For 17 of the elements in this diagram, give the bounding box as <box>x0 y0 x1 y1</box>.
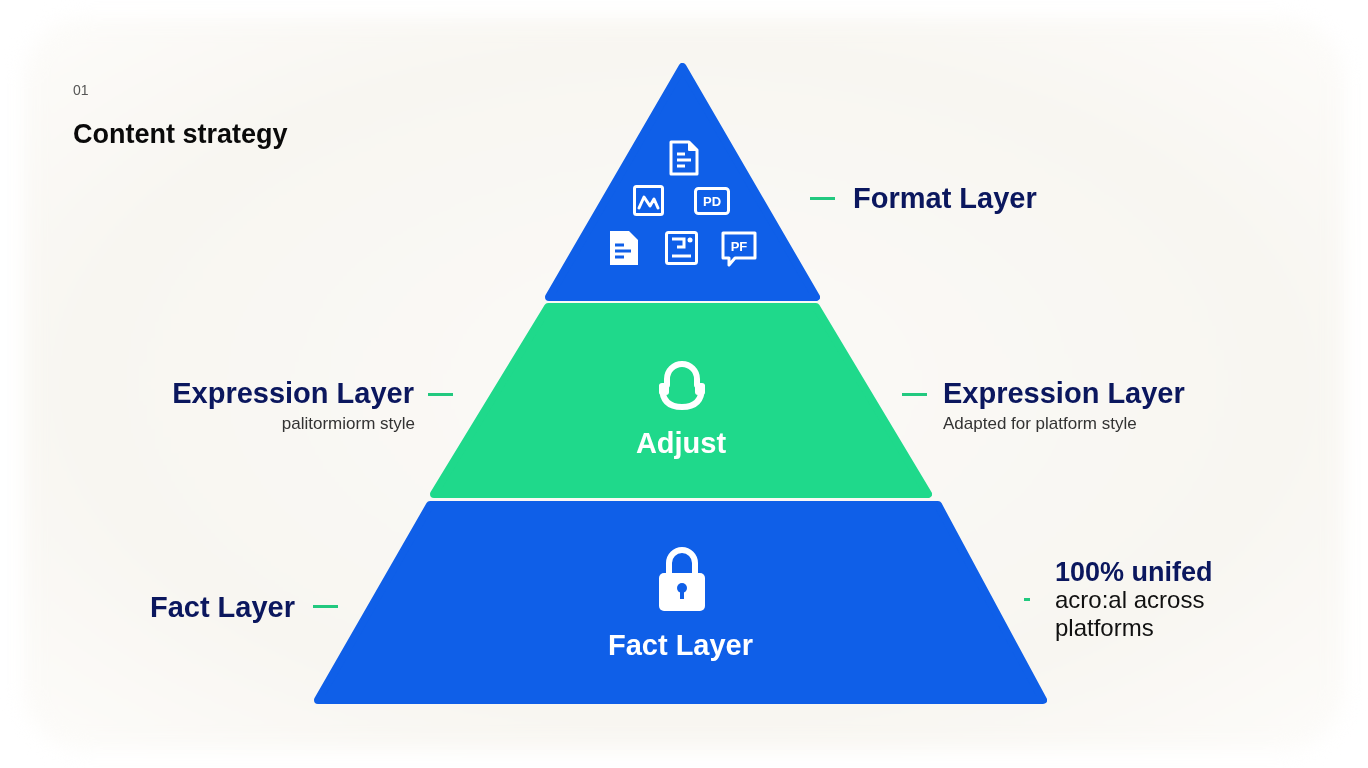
pyramid-middle-tier <box>430 303 932 498</box>
layer-heading: Format Layer <box>853 181 1037 216</box>
layer-heading: 100% unifed <box>1055 556 1213 589</box>
pyramid-base-tier <box>314 501 1047 704</box>
file-type-badge: PF <box>721 231 757 267</box>
layer-description: palitormiorm style <box>281 414 415 435</box>
page-title: Content strategy <box>73 118 288 151</box>
section-number: 01 <box>73 82 89 99</box>
file-type-badge: PD <box>694 187 730 215</box>
tier-label: Fact Layer <box>607 628 754 663</box>
layer-description: Adapted for platform style <box>943 414 1137 435</box>
layer-heading: Expression Layer <box>172 376 414 411</box>
layer-heading: Expression Layer <box>943 376 1185 411</box>
pyramid-top-tier <box>545 63 820 301</box>
tier-label: Adjust <box>635 426 727 461</box>
layer-description: acro:al across platforms <box>1055 586 1206 642</box>
layer-heading: Fact Layer <box>149 590 295 625</box>
